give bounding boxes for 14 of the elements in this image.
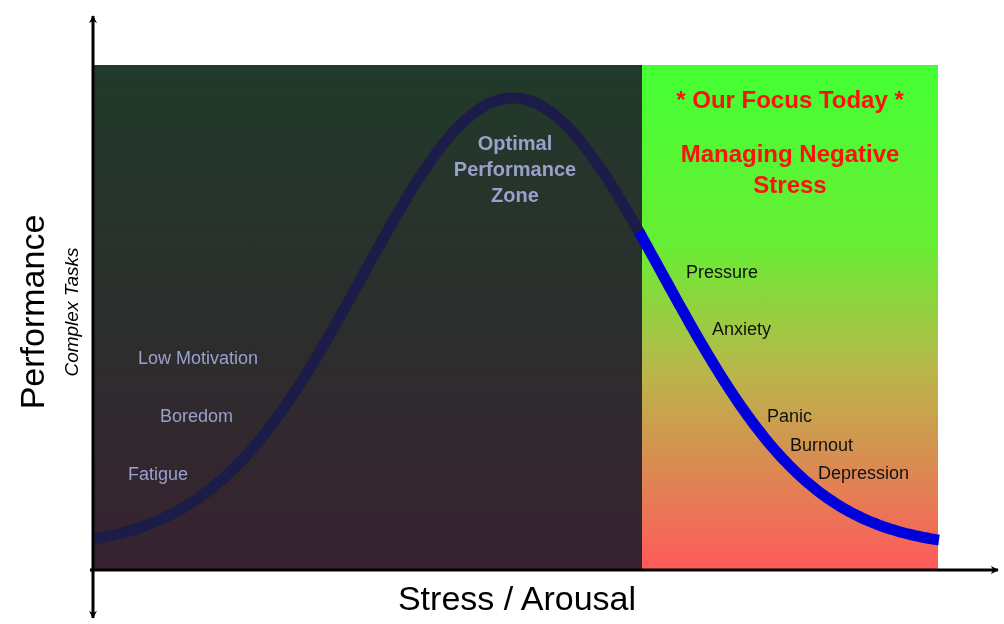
stress-label: Boredom	[160, 405, 234, 428]
stress-label: Fatigue	[128, 463, 189, 486]
panel-heading: Managing Negative Stress	[679, 139, 901, 201]
stress-label: Panic	[767, 405, 813, 428]
zone-label: Optimal Performance Zone	[452, 131, 578, 208]
axis-subtitle: Complex Tasks	[59, 247, 83, 377]
stress-label: Depression	[818, 462, 910, 485]
axis-title: Performance	[11, 214, 52, 410]
stress-label: Anxiety	[712, 318, 772, 341]
stress-label: Pressure	[686, 261, 759, 284]
stress-label: Low Motivation	[138, 347, 259, 370]
focus-heading: * Our Focus Today *	[675, 85, 905, 115]
axis-title: Stress / Arousal	[396, 578, 638, 619]
stress-label: Burnout	[790, 434, 854, 457]
